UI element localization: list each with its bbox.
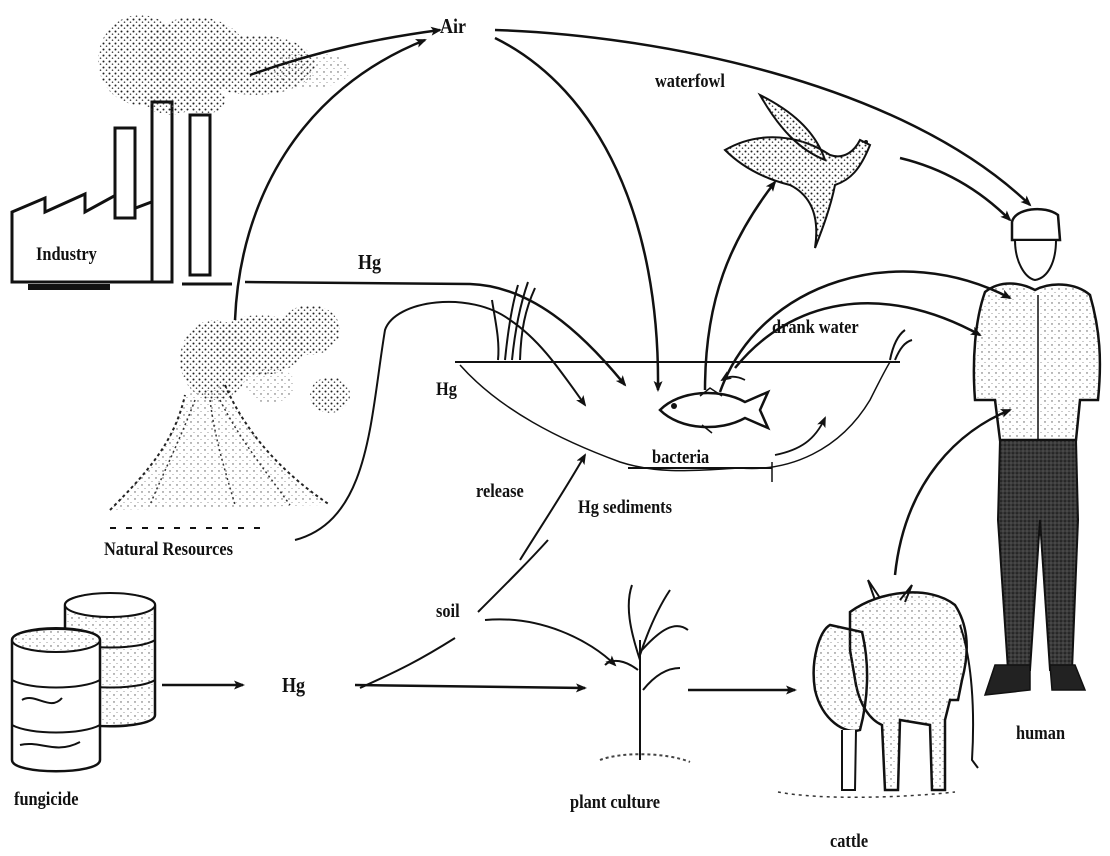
label-natural-resources: Natural Resources [104,540,233,559]
arrow-waterfowl-to-human [900,158,1010,220]
label-fungicide: fungicide [14,790,78,809]
human-icon [974,209,1100,695]
label-human: human [1016,724,1065,743]
arrow-air-to-lake [495,38,658,390]
arrow-hg-to-plant [355,685,585,688]
arrow-hg-to-soil [360,638,455,688]
label-hg-sediments: Hg sediments [578,498,672,517]
arrow-sediment-release [520,455,585,560]
arrow-fish-to-waterfowl [705,182,775,390]
arrow-fish-to-human [720,272,1010,392]
cattle-icon [778,580,978,797]
label-drank-water: drank water [772,318,859,337]
arrow-bacteria-up [775,418,825,455]
arrow-air-to-human [495,30,1030,205]
label-hg-lake: Hg [436,380,457,399]
label-bacteria: bacteria [652,448,709,467]
arrow-soil-to-plant [485,619,615,665]
label-hg-fungicide: Hg [282,675,305,696]
plant-icon [600,585,690,762]
label-plant-culture: plant culture [570,793,660,812]
label-industry: Industry [36,245,97,264]
volcano-icon [110,385,330,528]
label-soil: soil [436,602,460,621]
factory-smoke-icon [98,15,350,115]
fungicide-barrels-icon [12,593,155,771]
label-waterfowl: waterfowl [655,72,725,91]
fish-icon [660,388,768,433]
arrow-cattle-to-human [895,410,1010,575]
arrow-soil-to-sediment [478,540,548,612]
label-cattle: cattle [830,832,868,851]
volcano-smoke-icon [180,305,350,413]
label-hg-industry: Hg [358,252,381,273]
label-release: release [476,482,524,501]
label-air: Air [440,16,466,37]
